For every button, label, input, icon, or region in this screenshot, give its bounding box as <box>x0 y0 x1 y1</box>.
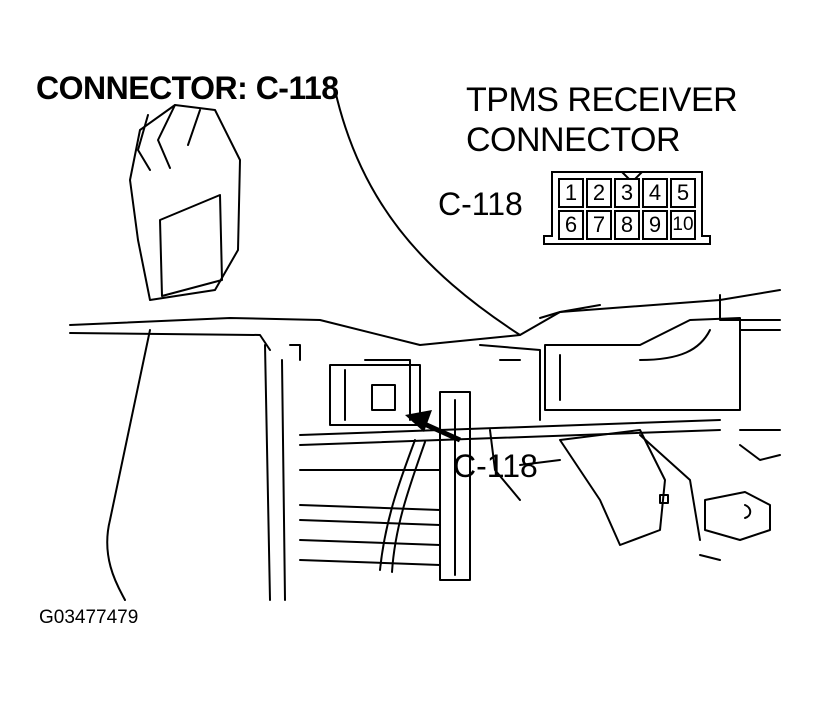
pin-10: 10 <box>670 210 696 240</box>
left-trim-panel <box>106 329 151 601</box>
pin-9: 9 <box>642 210 668 240</box>
page-title: CONNECTOR: C-118 <box>36 70 339 106</box>
steering-column-shroud <box>129 104 241 301</box>
pin-1: 1 <box>558 178 584 208</box>
receiver-connector-title: TPMS RECEIVER CONNECTOR <box>466 80 738 160</box>
pin-4: 4 <box>642 178 668 208</box>
callout-label: C-118 <box>453 448 538 484</box>
right-dash-assembly <box>539 289 781 319</box>
receiver-title-line-2: CONNECTOR <box>466 121 681 159</box>
figure-id: G03477479 <box>39 607 139 628</box>
pin-6: 6 <box>558 210 584 240</box>
pin-7: 7 <box>586 210 612 240</box>
right-knob <box>704 491 771 541</box>
connector-pinout: 1 2 3 4 5 6 7 8 9 10 <box>542 170 712 246</box>
dashboard-edge <box>334 89 521 336</box>
callout-arrow <box>405 410 462 443</box>
pin-8: 8 <box>614 210 640 240</box>
pin-2: 2 <box>586 178 612 208</box>
receiver-connector-id: C-118 <box>438 186 523 222</box>
pin-3: 3 <box>614 178 640 208</box>
wiring-harness <box>379 439 416 571</box>
pin-5: 5 <box>670 178 696 208</box>
receiver-title-line-1: TPMS RECEIVER <box>466 81 738 119</box>
